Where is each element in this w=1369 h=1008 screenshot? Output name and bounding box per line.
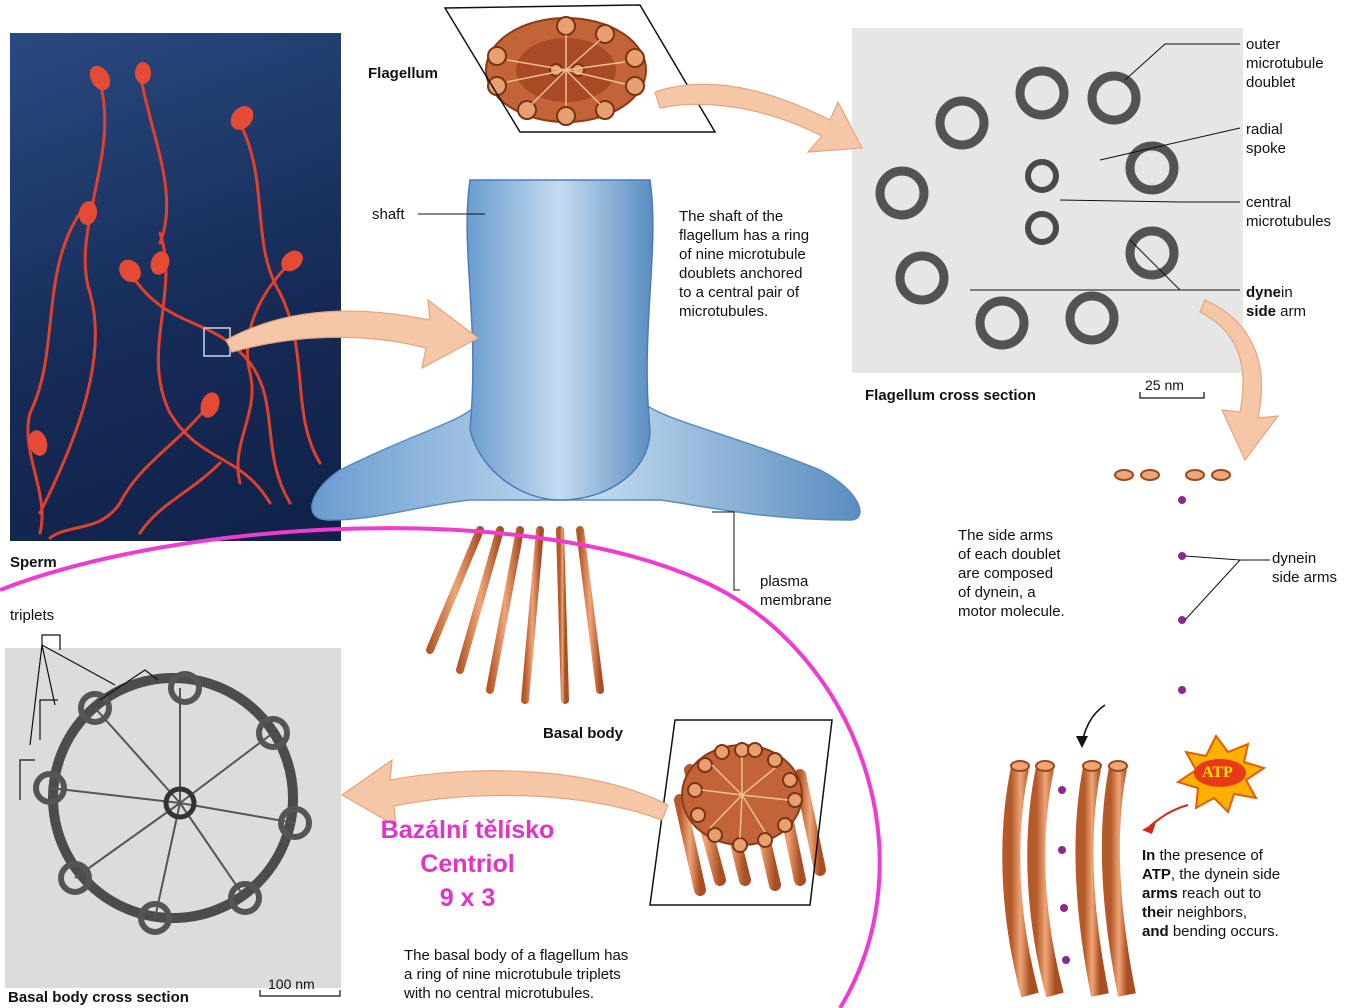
text-rest: reach out to bbox=[1178, 885, 1261, 902]
text-bold: In bbox=[1142, 847, 1155, 864]
atp-description: In the presence of ATP, the dynein side … bbox=[1142, 846, 1280, 941]
text-bold: arms bbox=[1142, 885, 1178, 902]
text-line: to a central pair of bbox=[679, 283, 809, 302]
text-bold: dyne bbox=[1246, 284, 1281, 301]
dynein-side-arm-label: dynein side arm bbox=[1246, 283, 1306, 321]
dynein-side-arms-label: dynein side arms bbox=[1272, 549, 1337, 587]
text-line: The basal body of a flagellum has bbox=[404, 946, 628, 965]
text-bold: the bbox=[1142, 904, 1165, 921]
text-line: microtubule bbox=[1246, 54, 1324, 73]
text-bold: and bbox=[1142, 923, 1169, 940]
basal-cross-section-label: Basal body cross section bbox=[8, 988, 189, 1007]
text-rest: the presence of bbox=[1155, 847, 1263, 864]
text-rest: ir neighbors, bbox=[1165, 904, 1248, 921]
scale-25nm: 25 nm bbox=[1145, 376, 1184, 395]
annotation-line: Bazální tělísko bbox=[355, 813, 580, 847]
central-microtubules-label: central microtubules bbox=[1246, 193, 1331, 231]
text-line: spoke bbox=[1246, 139, 1286, 158]
basal-description: The basal body of a flagellum has a ring… bbox=[404, 946, 628, 1003]
scale-100nm: 100 nm bbox=[268, 975, 315, 994]
text-line: doublet bbox=[1246, 73, 1324, 92]
text-rest: in bbox=[1281, 284, 1293, 301]
text-line: The side arms bbox=[958, 526, 1065, 545]
text-line: outer bbox=[1246, 35, 1324, 54]
text-line: dynein bbox=[1272, 549, 1337, 568]
shaft-description: The shaft of the flagellum has a ring of… bbox=[679, 207, 809, 321]
annotation-line: 9 x 3 bbox=[355, 881, 580, 915]
text-line: membrane bbox=[760, 591, 832, 610]
text-line: radial bbox=[1246, 120, 1286, 139]
text-line: doublets anchored bbox=[679, 264, 809, 283]
text-line: with no central microtubules. bbox=[404, 984, 628, 1003]
annotation-line: Centriol bbox=[355, 847, 580, 881]
text-rest: , the dynein side bbox=[1171, 866, 1280, 883]
text-line: central bbox=[1246, 193, 1331, 212]
text-line: of nine microtubule bbox=[679, 245, 809, 264]
text-line: microtubules. bbox=[679, 302, 809, 321]
text-rest: bending occurs. bbox=[1169, 923, 1279, 940]
centriol-annotation: Bazální tělísko Centriol 9 x 3 bbox=[355, 813, 580, 915]
text-bold: ATP bbox=[1142, 866, 1171, 883]
text-line: motor molecule. bbox=[958, 602, 1065, 621]
text-line: of dynein, a bbox=[958, 583, 1065, 602]
side-arms-description: The side arms of each doublet are compos… bbox=[958, 526, 1065, 621]
text-line: The shaft of the bbox=[679, 207, 809, 226]
flagellum-cross-section-label: Flagellum cross section bbox=[865, 386, 1036, 405]
radial-spoke-label: radial spoke bbox=[1246, 120, 1286, 158]
text-line: are composed bbox=[958, 564, 1065, 583]
text-line: flagellum has a ring bbox=[679, 226, 809, 245]
text-line: microtubules bbox=[1246, 212, 1331, 231]
basal-body-label: Basal body bbox=[543, 724, 623, 743]
shaft-label: shaft bbox=[372, 205, 405, 224]
outer-doublet-label: outer microtubule doublet bbox=[1246, 35, 1324, 92]
flagellum-label: Flagellum bbox=[368, 64, 438, 83]
text-line: side arms bbox=[1272, 568, 1337, 587]
text-rest: arm bbox=[1276, 303, 1306, 320]
text-line: a ring of nine microtubule triplets bbox=[404, 965, 628, 984]
text-line: of each doublet bbox=[958, 545, 1065, 564]
text-line: plasma bbox=[760, 572, 832, 591]
plasma-membrane-label: plasma membrane bbox=[760, 572, 832, 610]
text-bold: side bbox=[1246, 303, 1276, 320]
